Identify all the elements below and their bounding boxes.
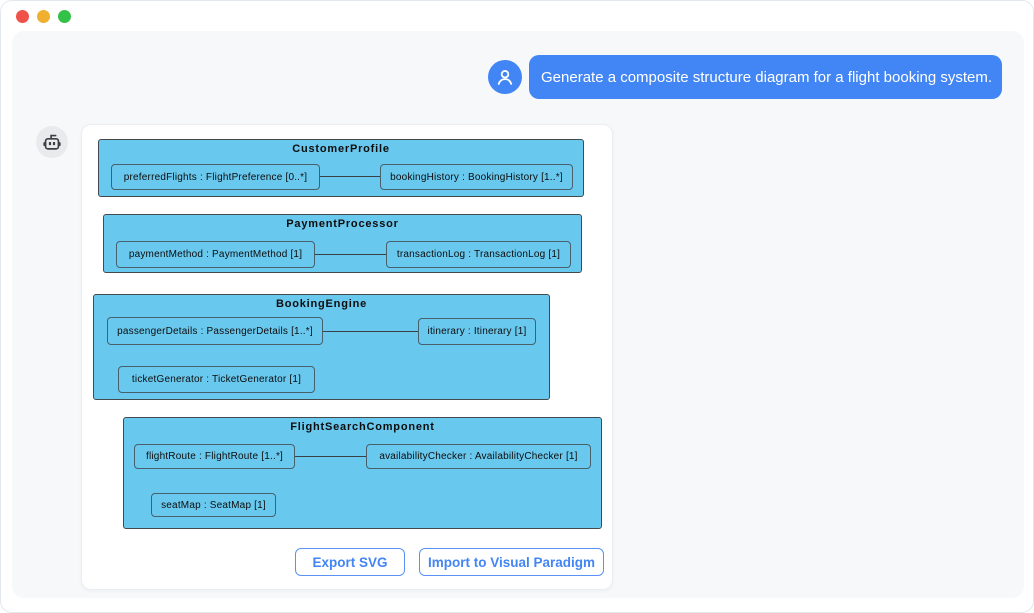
uml-component-title: PaymentProcessor (286, 218, 399, 230)
user-message-text: Generate a composite structure diagram f… (541, 68, 993, 86)
uml-part: bookingHistory : BookingHistory [1..*] (380, 164, 573, 190)
titlebar (1, 1, 1033, 31)
uml-component-bookingengine: BookingEngine passengerDetails : Passeng… (93, 294, 550, 400)
uml-component-title: BookingEngine (275, 298, 368, 310)
uml-connector (315, 254, 386, 255)
uml-component-customerprofile: CustomerProfile preferredFlights : Fligh… (98, 139, 584, 197)
uml-part: passengerDetails : PassengerDetails [1..… (107, 317, 323, 345)
uml-part: ticketGenerator : TicketGenerator [1] (118, 366, 315, 393)
uml-component-flightsearchcomponent: FlightSearchComponent flightRoute : Flig… (123, 417, 602, 529)
uml-part: availabilityChecker : AvailabilityChecke… (366, 444, 591, 469)
uml-part: flightRoute : FlightRoute [1..*] (134, 444, 295, 469)
uml-part: itinerary : Itinerary [1] (418, 318, 536, 345)
chat-panel: Generate a composite structure diagram f… (12, 31, 1024, 598)
uml-component-title: CustomerProfile (292, 143, 390, 155)
assistant-avatar (36, 126, 68, 158)
uml-part: transactionLog : TransactionLog [1] (386, 241, 571, 268)
minimize-window-button[interactable] (37, 10, 50, 23)
user-avatar (488, 60, 522, 94)
uml-connector (320, 176, 381, 177)
import-to-visual-paradigm-button[interactable]: Import to Visual Paradigm (419, 548, 604, 576)
person-icon (497, 70, 513, 85)
uml-component-title: FlightSearchComponent (290, 421, 435, 433)
close-window-button[interactable] (16, 10, 29, 23)
robot-icon (43, 134, 61, 150)
uml-connector (295, 456, 366, 457)
uml-component-paymentprocessor: PaymentProcessor paymentMethod : Payment… (103, 214, 582, 273)
export-svg-button[interactable]: Export SVG (295, 548, 405, 576)
uml-part: paymentMethod : PaymentMethod [1] (116, 241, 315, 268)
zoom-window-button[interactable] (58, 10, 71, 23)
diagram-card: CustomerProfile preferredFlights : Fligh… (81, 124, 613, 590)
uml-connector (323, 331, 418, 332)
user-message-bubble: Generate a composite structure diagram f… (529, 55, 1002, 99)
uml-part: preferredFlights : FlightPreference [0..… (111, 164, 320, 190)
uml-part: seatMap : SeatMap [1] (151, 493, 276, 517)
